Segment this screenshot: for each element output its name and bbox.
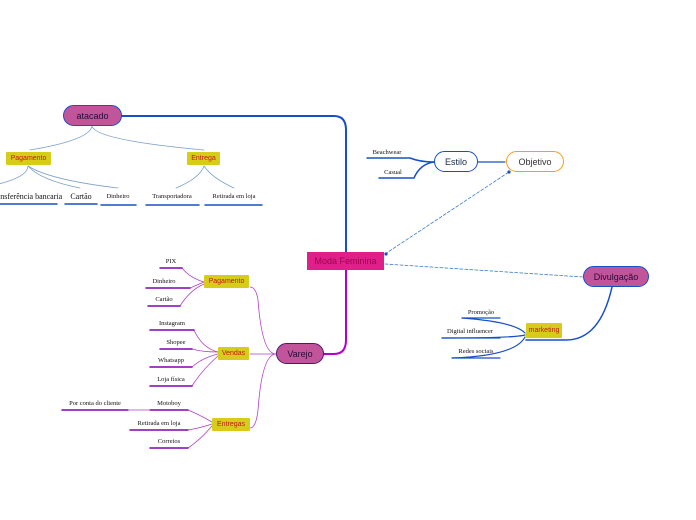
leaf-whatsapp[interactable]: Whatsapp	[158, 357, 184, 364]
topic-divulgacao[interactable]: Divulgação	[583, 266, 649, 287]
leaf-beachwear[interactable]: Beachwear	[372, 149, 402, 156]
connector-central-varejo	[323, 269, 347, 355]
leaf-retirada-varejo[interactable]: Retirada em loja	[137, 420, 181, 427]
leaf-redes-sociais[interactable]: Redes sociais	[458, 348, 494, 355]
tag-atacado-entrega[interactable]: Entrega	[187, 152, 220, 165]
connector-central-divulgacao	[384, 263, 584, 278]
connector-central-atacado	[121, 115, 347, 253]
leaf-motoboy[interactable]: Motoboy	[157, 400, 181, 407]
topic-estilo[interactable]: Estilo	[434, 151, 478, 172]
topic-varejo[interactable]: Varejo	[276, 343, 324, 364]
tag-vendas[interactable]: Vendas	[218, 347, 249, 360]
tag-entregas[interactable]: Entregas	[212, 418, 250, 431]
connector-central-objetivo	[384, 171, 510, 255]
tag-atacado-pagamento[interactable]: Pagamento	[6, 152, 51, 165]
topic-objetivo[interactable]: Objetivo	[506, 151, 564, 172]
leaf-digital-influencer[interactable]: Digital influencer	[446, 328, 494, 335]
leaf-dinheiro-varejo[interactable]: Dinheiro	[152, 278, 176, 285]
central-topic[interactable]: Moda Feminina	[307, 252, 384, 270]
tag-marketing[interactable]: marketing	[526, 323, 562, 338]
leaf-dinheiro-atacado[interactable]: Dinheiro	[106, 193, 130, 200]
leaf-pix[interactable]: PIX	[165, 258, 177, 265]
topic-atacado[interactable]: atacado	[63, 105, 122, 126]
leaf-transferencia[interactable]: ransferência bancaria	[0, 192, 63, 201]
leaf-cartao-atacado[interactable]: Cartão	[70, 192, 92, 201]
leaf-promocao[interactable]: Promoção	[467, 309, 495, 316]
leaf-por-conta-do-cliente[interactable]: Por conta do cliente	[69, 400, 121, 407]
leaf-shopee[interactable]: Shopee	[166, 339, 186, 346]
leaf-casual[interactable]: Casual	[384, 169, 402, 176]
leaf-transportadora[interactable]: Transportadora	[152, 193, 192, 200]
leaf-loja-fisica[interactable]: Loja física	[157, 376, 185, 383]
leaf-correios[interactable]: Correios	[157, 438, 181, 445]
leaf-instagram[interactable]: Instagram	[159, 320, 185, 327]
leaf-retirada-atacado[interactable]: Retirada em loja	[212, 193, 256, 200]
tag-varejo-pagamento[interactable]: Pagamento	[204, 275, 249, 288]
leaf-cartao-varejo[interactable]: Cartão	[155, 296, 173, 303]
